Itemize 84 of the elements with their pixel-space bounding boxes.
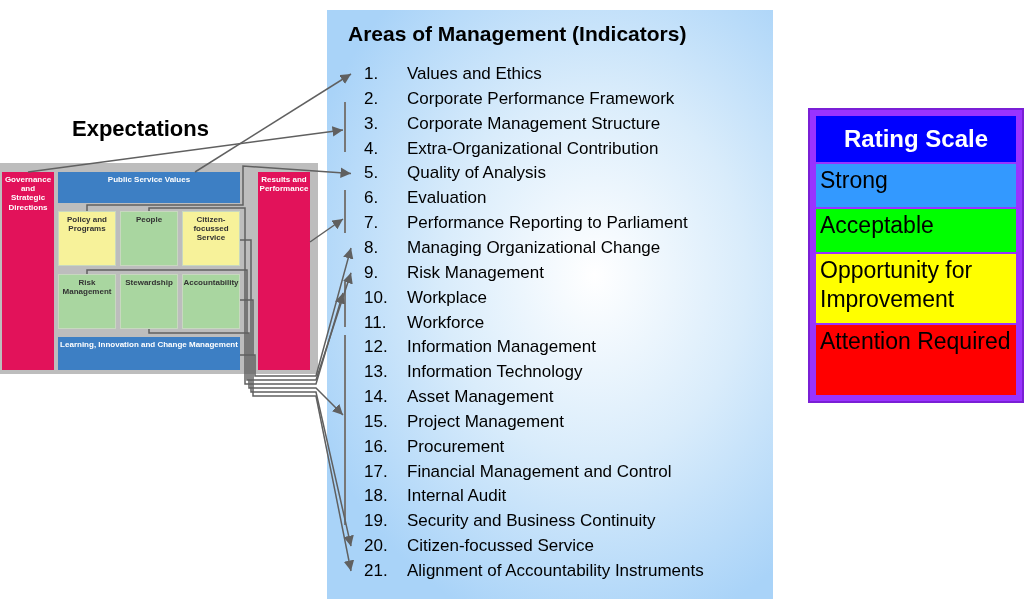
block-title: Governance and Strategic Directions <box>4 175 52 212</box>
item-number: 18. <box>363 486 389 507</box>
scale-title: Rating Scale <box>816 116 1016 162</box>
block-title: Stewardship <box>125 278 173 288</box>
item-text: Internal Audit <box>407 486 507 507</box>
item-text: Values and Ethics <box>407 64 542 84</box>
arrow <box>27 126 344 173</box>
item-number: 6. <box>363 188 380 209</box>
block-title: Results and Performance <box>259 175 309 194</box>
indicator-panel <box>327 10 773 599</box>
framework-block <box>58 274 116 329</box>
item-text: Information Management <box>407 337 596 358</box>
item-text: Risk Management <box>407 262 544 283</box>
item-number: 7. <box>363 213 380 234</box>
bracket-line <box>344 190 346 233</box>
bracket-line <box>344 335 346 525</box>
framework-block <box>2 172 54 370</box>
item-text: Quality of Analysis <box>407 163 546 184</box>
arrow <box>239 239 354 547</box>
framework-block <box>58 211 116 266</box>
block-title: Risk Management <box>61 278 113 297</box>
arrow <box>86 165 352 212</box>
item-text: Evaluation <box>407 188 487 209</box>
block-title: Public Service Values <box>107 175 191 185</box>
block-title: Citizen-focussed Service <box>192 215 230 243</box>
item-number: 12. <box>363 337 389 358</box>
framework-block <box>182 211 240 266</box>
arrow <box>148 328 344 416</box>
item-number: 13. <box>363 362 389 383</box>
item-number: 21. <box>363 561 389 581</box>
item-number: 20. <box>363 536 389 557</box>
block-title: Policy and Programs <box>66 215 108 234</box>
item-text: Workforce <box>407 312 485 333</box>
item-text: Corporate Management Structure <box>407 113 661 134</box>
framework-block <box>182 274 240 329</box>
item-number: 17. <box>363 461 389 482</box>
item-number: 8. <box>363 237 380 258</box>
item-number: 11. <box>363 312 388 333</box>
item-text: Corporate Performance Framework <box>407 88 675 109</box>
item-number: 2. <box>363 88 380 109</box>
item-text: Managing Organizational Change <box>407 237 661 258</box>
item-text: Procurement <box>407 436 505 457</box>
framework-block <box>120 211 178 266</box>
arrow <box>239 299 355 572</box>
item-text: Performance Reporting to Parliament <box>407 213 688 234</box>
framework-block <box>258 172 310 370</box>
item-number: 3. <box>363 113 380 134</box>
item-number: 15. <box>363 411 389 432</box>
item-text: Extra-Organizational Contribution <box>407 138 659 159</box>
arrow <box>309 218 344 243</box>
rating-level: Strong <box>816 164 1016 207</box>
framework-block <box>58 172 240 203</box>
rating-level: Acceptable <box>816 208 1016 252</box>
item-number: 10. <box>363 287 389 308</box>
item-number: 14. <box>363 387 389 408</box>
item-text: Information Technology <box>407 362 583 383</box>
rating-level: Opportunity for Improvement <box>816 253 1016 324</box>
block-title: Accountability <box>183 278 239 288</box>
rating-level: Attention Required <box>816 325 1016 395</box>
item-text: Security and Business Continuity <box>407 511 656 532</box>
item-text: Workplace <box>407 287 487 308</box>
arrow <box>148 207 346 385</box>
block-title: People <box>135 215 163 225</box>
item-number: 16. <box>363 436 389 457</box>
item-text: Project Management <box>407 411 564 432</box>
arrow <box>239 247 354 377</box>
bracket-line <box>344 282 346 327</box>
item-text: Alignment of Accountability Instruments <box>407 561 704 581</box>
heading: Expectations <box>72 116 209 142</box>
item-text: Citizen-focussed Service <box>407 536 595 557</box>
item-number: 1. <box>363 64 380 84</box>
framework-block <box>58 337 240 370</box>
item-number: 19. <box>363 511 389 532</box>
panel-title: Areas of Management (Indicators) <box>348 22 687 46</box>
arrow <box>194 73 352 173</box>
bracket-line <box>344 102 346 152</box>
block-title: Learning, Innovation and Change Management <box>60 340 238 350</box>
arrow <box>86 269 353 381</box>
item-text: Asset Management <box>407 387 554 408</box>
item-number: 9. <box>363 262 380 283</box>
item-number: 5. <box>363 163 380 184</box>
item-number: 4. <box>363 138 380 159</box>
item-text: Financial Management and Control <box>407 461 672 482</box>
framework-block <box>120 274 178 329</box>
